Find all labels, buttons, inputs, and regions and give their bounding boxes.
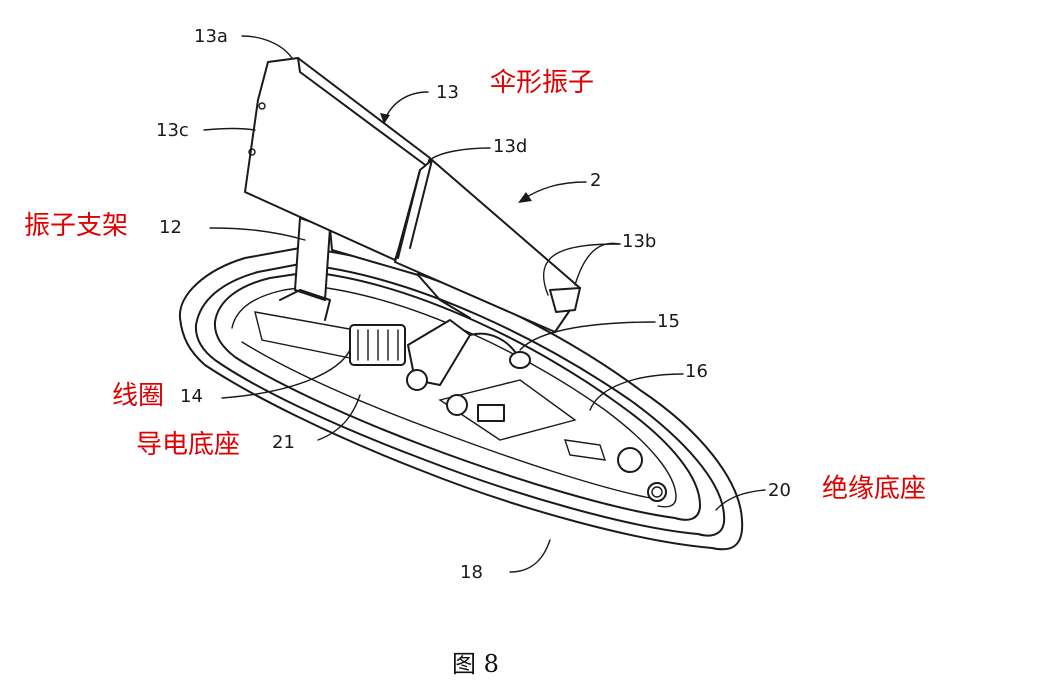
label-13c: 13c bbox=[156, 120, 189, 141]
label-2: 2 bbox=[590, 170, 602, 191]
label-14: 14 bbox=[180, 386, 203, 407]
leader-lines bbox=[203, 35, 766, 573]
label-21: 21 bbox=[272, 432, 295, 453]
label-13d: 13d bbox=[493, 136, 528, 157]
mounting-holes bbox=[406, 351, 667, 502]
figure-caption: 图 8 bbox=[452, 650, 499, 678]
annotation-conductive-base: 导电底座 bbox=[136, 430, 241, 460]
umbrella-element-13 bbox=[244, 57, 581, 333]
annotation-element-bracket: 振子支架 bbox=[24, 211, 129, 241]
annotation-coil: 线圈 bbox=[112, 381, 165, 411]
label-15: 15 bbox=[657, 311, 680, 332]
label-12: 12 bbox=[159, 217, 182, 238]
arrows bbox=[380, 113, 587, 203]
label-13b: 13b bbox=[622, 231, 657, 252]
label-16: 16 bbox=[685, 361, 708, 382]
label-13: 13 bbox=[436, 82, 459, 103]
label-18: 18 bbox=[460, 562, 483, 583]
coil-14 bbox=[349, 319, 521, 386]
annotation-umbrella-element: 伞形振子 bbox=[490, 68, 595, 98]
annotation-insulating-base: 绝缘底座 bbox=[822, 474, 927, 504]
label-13a: 13a bbox=[194, 26, 228, 47]
label-20: 20 bbox=[768, 480, 791, 501]
